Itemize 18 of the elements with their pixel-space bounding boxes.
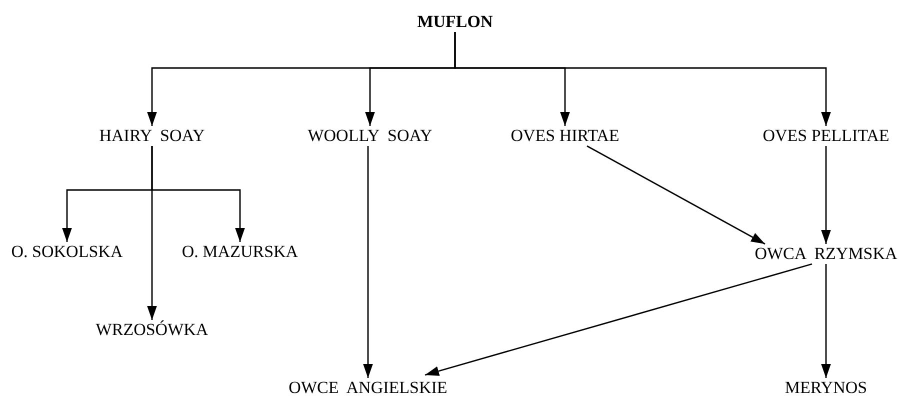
- node-label: OVES PELLITAE: [760, 126, 892, 146]
- arrow: [821, 264, 831, 378]
- arrow: [821, 146, 831, 244]
- node-label: OVES HIRTAE: [508, 126, 622, 146]
- node-label: O. SOKOLSKA: [9, 242, 125, 262]
- arrow: [147, 146, 157, 320]
- arrow: [424, 263, 812, 376]
- node-label: O. MAZURSKA: [180, 242, 300, 262]
- arrow: [586, 145, 766, 245]
- node-label: WOOLLY SOAY: [306, 126, 434, 146]
- arrow: [363, 146, 373, 378]
- node-label: OWCE ANGIELSKIE: [286, 378, 450, 398]
- node-label: WRZOSÓWKA: [94, 320, 210, 340]
- node-label: MERYNOS: [782, 378, 870, 398]
- node-label: MUFLON: [415, 12, 495, 32]
- node-label: OWCA RZYMSKA: [752, 244, 899, 264]
- arrow: [454, 32, 831, 126]
- node-label: HAIRY SOAY: [97, 126, 207, 146]
